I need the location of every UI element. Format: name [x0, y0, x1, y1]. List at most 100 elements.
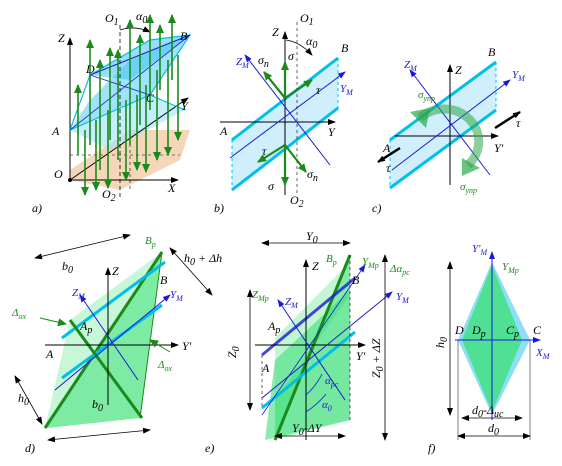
panel-a-label-b: B	[180, 29, 188, 43]
panel-e-alpha0-arc	[305, 393, 327, 413]
panel-d-label-h0: h0	[18, 391, 29, 408]
panel-a-stress-arrows	[74, 14, 182, 196]
panel-f-caption: f)	[428, 441, 435, 455]
panel-d-green-edge-left	[43, 251, 164, 429]
panel-b-ym-axis	[229, 71, 346, 159]
panel-e-caption: e)	[205, 441, 214, 455]
panel-e-ym-axis	[261, 291, 393, 399]
panel-e-label-ymp: YMp	[362, 256, 379, 270]
panel-c-label-b: B	[488, 45, 496, 59]
panel-d-b0-dim	[34, 233, 131, 260]
panel-c-rotation-arrowhead	[410, 108, 430, 128]
panel-c-label-sigma-upr: σупр	[418, 89, 435, 103]
panel-c-label-tau2: τ	[386, 161, 391, 175]
panel-e-label-alpha-pc: αpc	[325, 375, 339, 389]
panel-b-label-ym: YM	[340, 83, 354, 97]
panel-b-alpha-arc	[285, 39, 313, 56]
panel-e-label-b: B	[352, 273, 360, 287]
panel-c-cyan-layer	[390, 62, 496, 188]
panel-a-orange-prism	[70, 130, 190, 190]
panel-a-label-z: Z	[58, 31, 65, 45]
panel-c-cyan-line-top	[389, 60, 497, 142]
panel-f-label-ymp: YMp	[502, 261, 519, 275]
panel-a-alpha-arc	[119, 26, 151, 33]
panel-d-h0dh-dim	[169, 247, 213, 296]
panel-d-label-h0dh: h0 + Δh	[184, 251, 222, 268]
panel-c-cyan-line-bottom	[389, 108, 497, 190]
panel-d-cyan-top	[61, 260, 166, 340]
panel-d-b0b-dim	[47, 427, 151, 443]
panel-f: Y'M YMp D Dp Cp C XM h0 d0-Δис d0 f)	[428, 243, 551, 455]
panel-d-label-ap: Ap	[79, 319, 92, 336]
panel-a-label-c: C	[146, 91, 155, 105]
panel-b-label-a: A	[219, 124, 228, 138]
panel-d-label-zm: ZM	[72, 287, 86, 301]
panel-b-label-tau2: τ	[262, 144, 267, 158]
panel-e-label-ym: YM	[396, 291, 410, 305]
panel-e-label-y0: Y0	[306, 229, 318, 246]
panel-a-label-o2: O2	[102, 187, 116, 204]
panel-e-ymp-axis	[261, 264, 366, 416]
panel-a-label-y: Y	[181, 99, 189, 113]
panel-d-caption: d)	[25, 441, 35, 455]
panel-e-label-zm: ZM	[285, 296, 299, 310]
panel-f-label-d0: d0	[488, 421, 499, 438]
panel-d-dox-arrow	[39, 317, 67, 327]
panel-c-ym-axis	[391, 79, 511, 171]
panel-a-label-o1: O1	[105, 11, 119, 28]
panel-a-origin-dot	[68, 178, 72, 182]
panel-f-label-d0dm: d0-Δис	[472, 403, 504, 420]
panel-e-label-yprime: Y'	[356, 349, 366, 363]
panel-b-label-o1: O1	[300, 11, 314, 28]
panel-c-rotation-arrowhead-2	[462, 158, 480, 176]
panel-d-zm-axis	[79, 294, 139, 381]
panel-c-rotation-arrow	[416, 104, 484, 169]
panel-c: ZM Z B YM σупр τ A Y' τ σупр c)	[372, 45, 526, 215]
panel-e-label-z: Z	[312, 259, 319, 273]
panel-c-label-tau: τ	[516, 116, 521, 130]
panel-e-label-dalpha: Δαpc	[389, 263, 410, 277]
panel-f-label-dp: Dp	[471, 323, 486, 340]
panel-d-label-b0b: b0	[92, 397, 103, 414]
panel-c-label-ym: YM	[512, 69, 526, 83]
panel-d-green-mid	[68, 319, 144, 419]
panel-d-dox2-arrow	[149, 339, 171, 353]
panel-b-label-tau: τ	[316, 83, 321, 97]
panel-d-label-bp: Bp	[145, 235, 156, 249]
panel-e: Y0 Bp YMp Δαpc Z ZMp ZM B YM Z0 Z0 + ΔZ …	[205, 229, 410, 455]
panel-a-label-x: X	[167, 181, 176, 195]
panel-c-label-zm: ZM	[404, 59, 418, 73]
panel-c-caption: c)	[372, 201, 381, 215]
panel-f-label-cp: Cp	[506, 323, 519, 340]
panel-d-label-z: Z	[112, 264, 119, 278]
panel-e-green-bottom	[265, 290, 350, 440]
panel-b-label-sigma: σ	[288, 49, 295, 63]
panel-b-label-o2: O2	[290, 193, 304, 210]
panel-d-label-yprime: Y'	[182, 339, 192, 353]
panel-e-label-alpha0: α0	[322, 399, 332, 413]
panel-f-label-c: C	[533, 323, 542, 337]
panel-a-label-d: D	[85, 62, 95, 76]
panel-c-label-yprime: Y'	[494, 141, 504, 155]
panel-a-caption: a)	[32, 201, 42, 215]
panel-b-caption: b)	[214, 201, 224, 215]
panel-e-label-bp: Bp	[326, 253, 337, 267]
panel-b-label-b: B	[341, 41, 349, 55]
panel-e-label-zmp: ZMp	[252, 289, 269, 303]
panel-d-label-dox: Δox	[11, 307, 26, 321]
panel-a: Z O1 α0 B D C Y A O X O2 a)	[32, 9, 192, 215]
panel-f-label-xm: XM	[535, 347, 551, 361]
panel-d-label-ym: YM	[170, 289, 184, 303]
panel-b-stress-arrows	[257, 61, 313, 186]
panel-d-h0-dim	[14, 375, 43, 425]
panel-d-label-dox2: Δox	[157, 359, 172, 373]
panel-b-label-y: Y	[328, 125, 336, 139]
panel-b-label-sigma2: σ	[268, 179, 275, 193]
panel-f-label-d: D	[454, 323, 464, 337]
panel-b: Z O1 α0 B ZM σn σ τ YM A Y τ σ σn O2 b)	[214, 11, 354, 215]
panel-b-label-zm: ZM	[236, 56, 250, 70]
panel-e-label-y0dy: Y0-ΔY	[292, 421, 323, 438]
panel-e-alpha-pc-arc	[305, 373, 323, 396]
